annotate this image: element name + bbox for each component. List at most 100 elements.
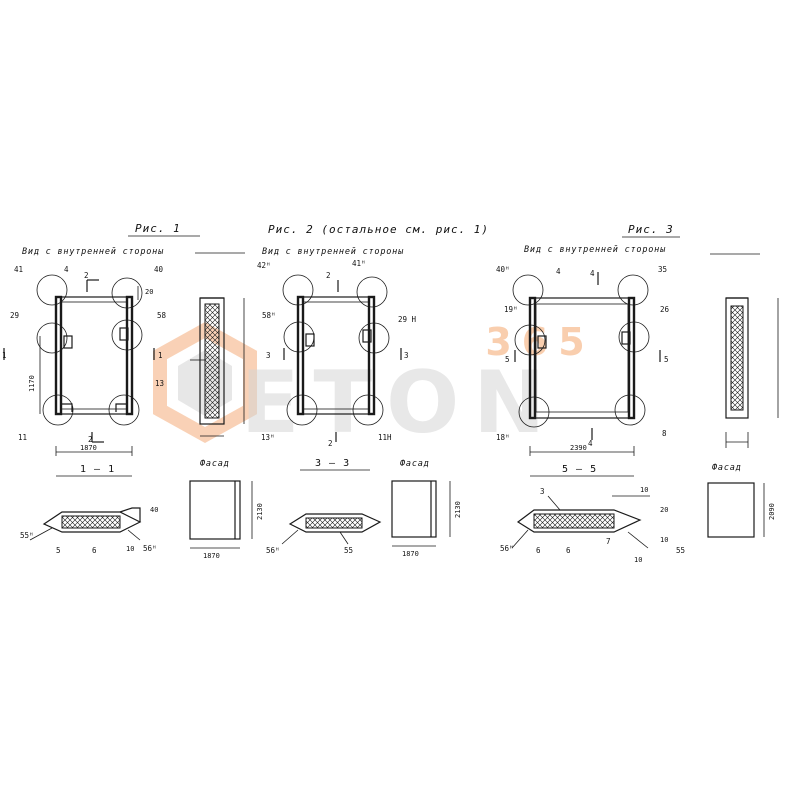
fig1-callout: 1170 <box>28 375 36 392</box>
fig2-section-title: 3 — 3 <box>315 458 350 469</box>
fig3-callout: 5 <box>664 355 669 364</box>
fig2-section-callout: 55 <box>344 546 353 555</box>
fig1-section-callout: 5 <box>56 546 61 555</box>
fig3-callout: 5 <box>505 355 510 364</box>
fig2-callout: 3 <box>266 351 271 360</box>
fig1-facade-caption: Фасад <box>200 459 230 469</box>
figure-3: Рис. 3 Вид с внутренней стороны 40ᴴ 4 4 <box>496 223 776 564</box>
fig3-callout: 4 <box>590 269 595 278</box>
fig1-callout: 29 <box>10 311 19 320</box>
fig2-detail-circle-41 <box>356 276 388 308</box>
fig3-callout: 4 <box>556 267 561 276</box>
fig2-callout: 29 Н <box>398 315 417 324</box>
section-2-2-drawing <box>190 297 245 437</box>
fig3-elevation <box>512 272 661 456</box>
fig3-section-callout: 10 <box>640 486 648 494</box>
fig1-section-callout: 40 <box>150 506 158 514</box>
fig1-facade-dim: 2130 <box>256 503 264 520</box>
fig2-facade-dim: 1870 <box>402 550 419 558</box>
fig2-section-callout: 56ᴴ <box>266 546 280 555</box>
fig3-detail-circle-26 <box>618 321 650 353</box>
fig1-section-drawing <box>29 507 142 541</box>
fig2-detail-circle-58 <box>283 321 315 353</box>
fig2-callout: 42ᴴ <box>257 261 271 270</box>
fig2-view-caption: Вид с внутренней стороны <box>262 247 404 257</box>
fig1-facade-dim: 1870 <box>203 552 220 560</box>
fig1-section-callout: 6 <box>92 546 97 555</box>
fig1-facade <box>189 480 241 540</box>
figure-1: Рис. 1 Вид с внутренней стороны <box>2 222 264 560</box>
fig3-callout: 35 <box>658 265 667 274</box>
fig2-detail-circle-29 <box>358 322 390 354</box>
fig2-detail-circle-42 <box>282 274 314 306</box>
fig1-view-caption: Вид с внутренней стороны <box>22 247 164 257</box>
fig1-detail-circle-11 <box>42 394 74 426</box>
fig3-section-callout: 7 <box>606 537 611 546</box>
watermark-wordmark: ETON <box>241 353 560 453</box>
fig1-callout: 40 <box>154 265 164 274</box>
fig3-facade-caption: Фасад <box>712 463 742 473</box>
fig1-detail-circle-29 <box>36 322 68 354</box>
fig3-view-caption: Вид с внутренней стороны <box>524 245 666 255</box>
fig1-section-callout: 56ᴴ <box>143 544 157 553</box>
fig1-callout: 41 <box>14 265 23 274</box>
fig3-callout: 8 <box>662 429 667 438</box>
fig2-section-drawing <box>281 513 382 545</box>
fig3-section-callout: 55 <box>676 546 685 555</box>
fig2-callout: 11Н <box>378 433 392 442</box>
fig1-callout: 1 <box>2 351 7 360</box>
fig3-facade <box>707 482 755 538</box>
fig1-callout: 13 <box>155 379 164 388</box>
fig3-callout: 19ᴴ <box>504 305 518 314</box>
fig2-facade <box>391 480 437 538</box>
fig2-detail-circle-11 <box>352 394 384 426</box>
fig1-callout: 20 <box>145 288 153 296</box>
fig1-section-callout: 10 <box>126 545 134 553</box>
fig2-callout: 13ᴴ <box>261 433 275 442</box>
fig2-elevation <box>282 274 402 442</box>
section-2-2 <box>190 252 245 437</box>
fig3-section-callout: 10 <box>634 556 642 564</box>
fig3-detail-circle-19 <box>514 324 546 356</box>
fig2-detail-circle-13 <box>286 394 318 426</box>
fig3-facade-dim: 2090 <box>768 503 776 520</box>
section-4-4-drawing <box>725 297 779 448</box>
fig2-callout: 58ᴴ <box>262 311 276 320</box>
fig3-section-drawing <box>511 495 650 549</box>
fig3-callout: 40ᴴ <box>496 265 510 274</box>
section-4-4 <box>710 253 779 448</box>
fig1-callout: 4 <box>64 265 69 274</box>
fig3-detail-circle-8 <box>614 394 646 426</box>
fig3-callout: 26 <box>660 305 670 314</box>
fig2-callout: 3 <box>404 351 409 360</box>
fig3-callout: 2390 <box>570 444 587 452</box>
fig2-caption: Рис. 2 (остальное см. рис. 1) <box>268 223 489 236</box>
fig1-caption: Рис. 1 <box>135 222 181 235</box>
fig1-callout: 11 <box>18 433 27 442</box>
fig1-elevation <box>3 274 155 456</box>
fig3-caption: Рис. 3 <box>628 223 674 236</box>
fig3-callout: 18ᴴ <box>496 433 510 442</box>
fig1-detail-circle-40 <box>111 277 143 309</box>
fig2-callout: 41ᴴ <box>352 259 366 268</box>
fig1-detail-circle-41 <box>36 274 68 306</box>
fig1-callout: 1 <box>158 351 163 360</box>
fig1-section-title: 1 — 1 <box>80 464 115 475</box>
figure-2: Рис. 2 (остальное см. рис. 1) Вид с внут… <box>257 223 489 558</box>
fig2-callout: 2 <box>326 271 331 280</box>
fig3-section-callout: 10 <box>660 536 668 544</box>
fig3-section-callout: 20 <box>660 506 668 514</box>
fig3-section-callout: 6 <box>566 546 571 555</box>
fig3-section-title: 5 — 5 <box>562 464 597 475</box>
fig1-detail-circle-58 <box>111 319 143 351</box>
fig1-section-callout: 55ᴴ <box>20 531 34 540</box>
fig3-callout: 4 <box>588 439 593 448</box>
fig1-callout: 1870 <box>80 444 97 452</box>
fig3-detail-circle-35 <box>617 274 649 306</box>
fig3-section-callout: 6 <box>536 546 541 555</box>
fig2-facade-dim: 2130 <box>454 501 462 518</box>
fig2-callout: 2 <box>328 439 333 448</box>
fig1-callout: 2 <box>84 271 89 280</box>
fig3-section-callout: 3 <box>540 487 545 496</box>
